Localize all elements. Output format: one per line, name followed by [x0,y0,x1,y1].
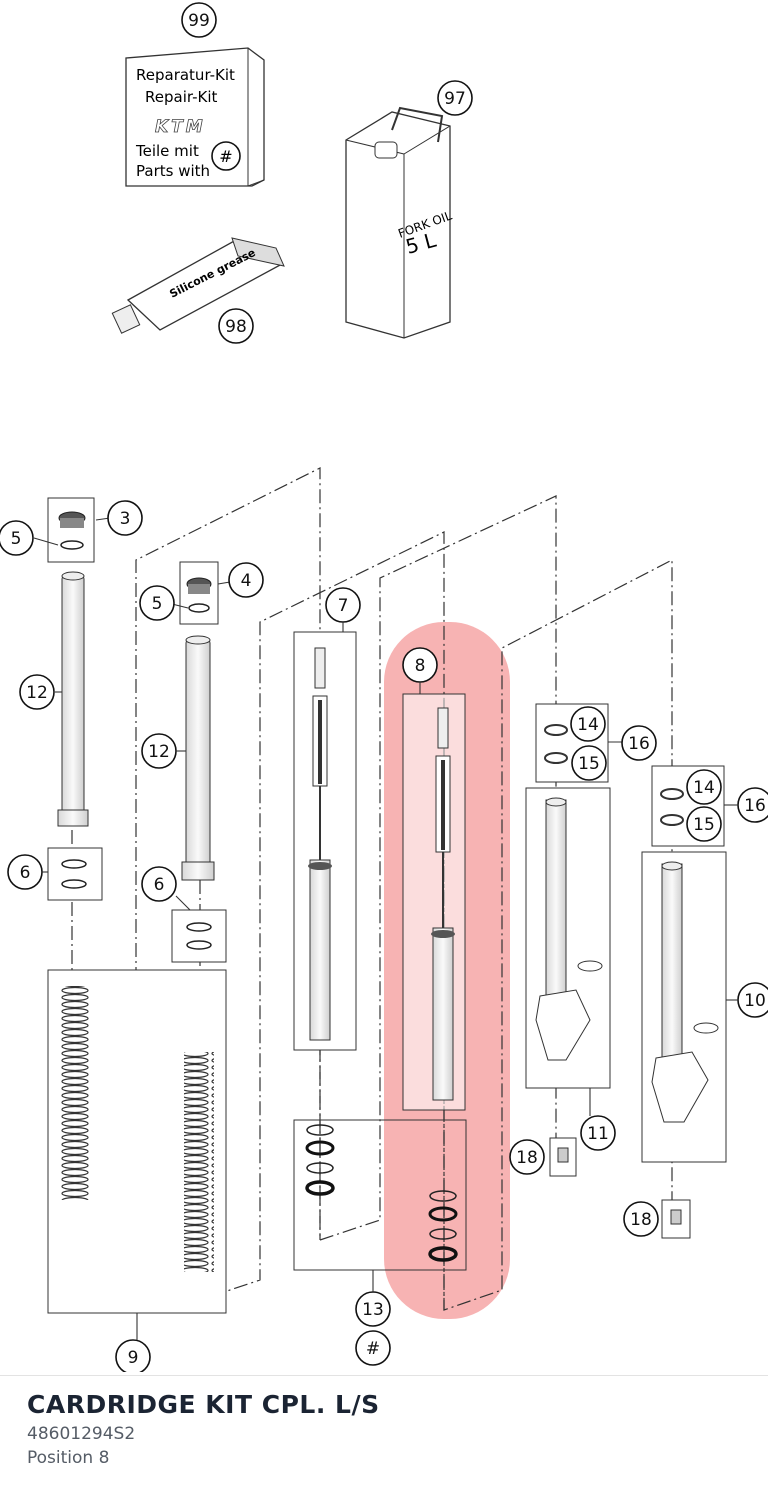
ktm-logo: KTM [155,117,206,137]
outer-tube-left[interactable] [33,497,111,901]
silicone-grease-tube[interactable]: Silicone grease [111,237,285,334]
callout-15-b[interactable]: 15 [693,815,715,835]
outer-tube-right[interactable] [171,561,231,963]
repair-kit-line-2: Repair-Kit [145,88,217,106]
callout-15-a[interactable]: 15 [578,754,600,774]
callout-3[interactable]: 3 [120,509,131,529]
callout-4[interactable]: 4 [241,571,252,591]
callout-18-b[interactable]: 18 [630,1210,652,1230]
part-name: CARDRIDGE KIT CPL. L/S [27,1390,380,1419]
callout-16-b[interactable]: 16 [744,796,766,816]
part-position: Position 8 [27,1448,110,1468]
fork-oil-can[interactable]: FORK OIL 5 L [345,106,454,339]
callout-12-right[interactable]: 12 [148,742,170,762]
callout-14-b[interactable]: 14 [693,778,715,798]
callout-16-a[interactable]: 16 [628,734,650,754]
callout-99[interactable]: 99 [188,11,210,31]
part-info-panel: CARDRIDGE KIT CPL. L/S 48601294S2 Positi… [27,1388,380,1470]
callout-13[interactable]: 13 [362,1300,384,1320]
repair-kit-symbol: # [219,147,232,166]
callout-97[interactable]: 97 [444,89,466,109]
exploded-fork-diagram: Reparatur-Kit Repair-Kit KTM Teile mit P… [0,2,768,1372]
callout-18-a[interactable]: 18 [516,1148,538,1168]
divider [0,1375,768,1376]
callout-6-left[interactable]: 6 [20,863,31,883]
callout-14-a[interactable]: 14 [577,715,599,735]
inner-tube-10[interactable] [641,851,727,1239]
part-number: 48601294S2 [27,1424,136,1444]
callout-13-hash[interactable]: # [366,1339,380,1359]
callout-5-left[interactable]: 5 [11,529,22,549]
callout-8[interactable]: 8 [415,656,426,676]
repair-kit-box[interactable]: Reparatur-Kit Repair-Kit KTM Teile mit P… [125,47,265,187]
inner-tube-11[interactable] [525,787,611,1177]
callout-5-right[interactable]: 5 [152,594,163,614]
callout-6-right[interactable]: 6 [154,875,165,895]
callout-12-left[interactable]: 12 [26,683,48,703]
callouts [0,2,768,1372]
seal-kit-13[interactable] [293,1119,467,1271]
callout-98[interactable]: 98 [225,317,247,337]
callout-9[interactable]: 9 [128,1348,139,1368]
callout-10[interactable]: 10 [744,991,766,1011]
repair-kit-line-4: Parts with [136,162,210,180]
callout-7[interactable]: 7 [338,596,349,616]
fork-springs[interactable] [47,969,227,1314]
cartridge-8[interactable] [402,693,466,1111]
repair-kit-line-1: Reparatur-Kit [136,66,235,84]
callout-11[interactable]: 11 [587,1124,609,1144]
repair-kit-line-3: Teile mit [135,142,199,160]
cartridge-7[interactable] [293,631,357,1051]
